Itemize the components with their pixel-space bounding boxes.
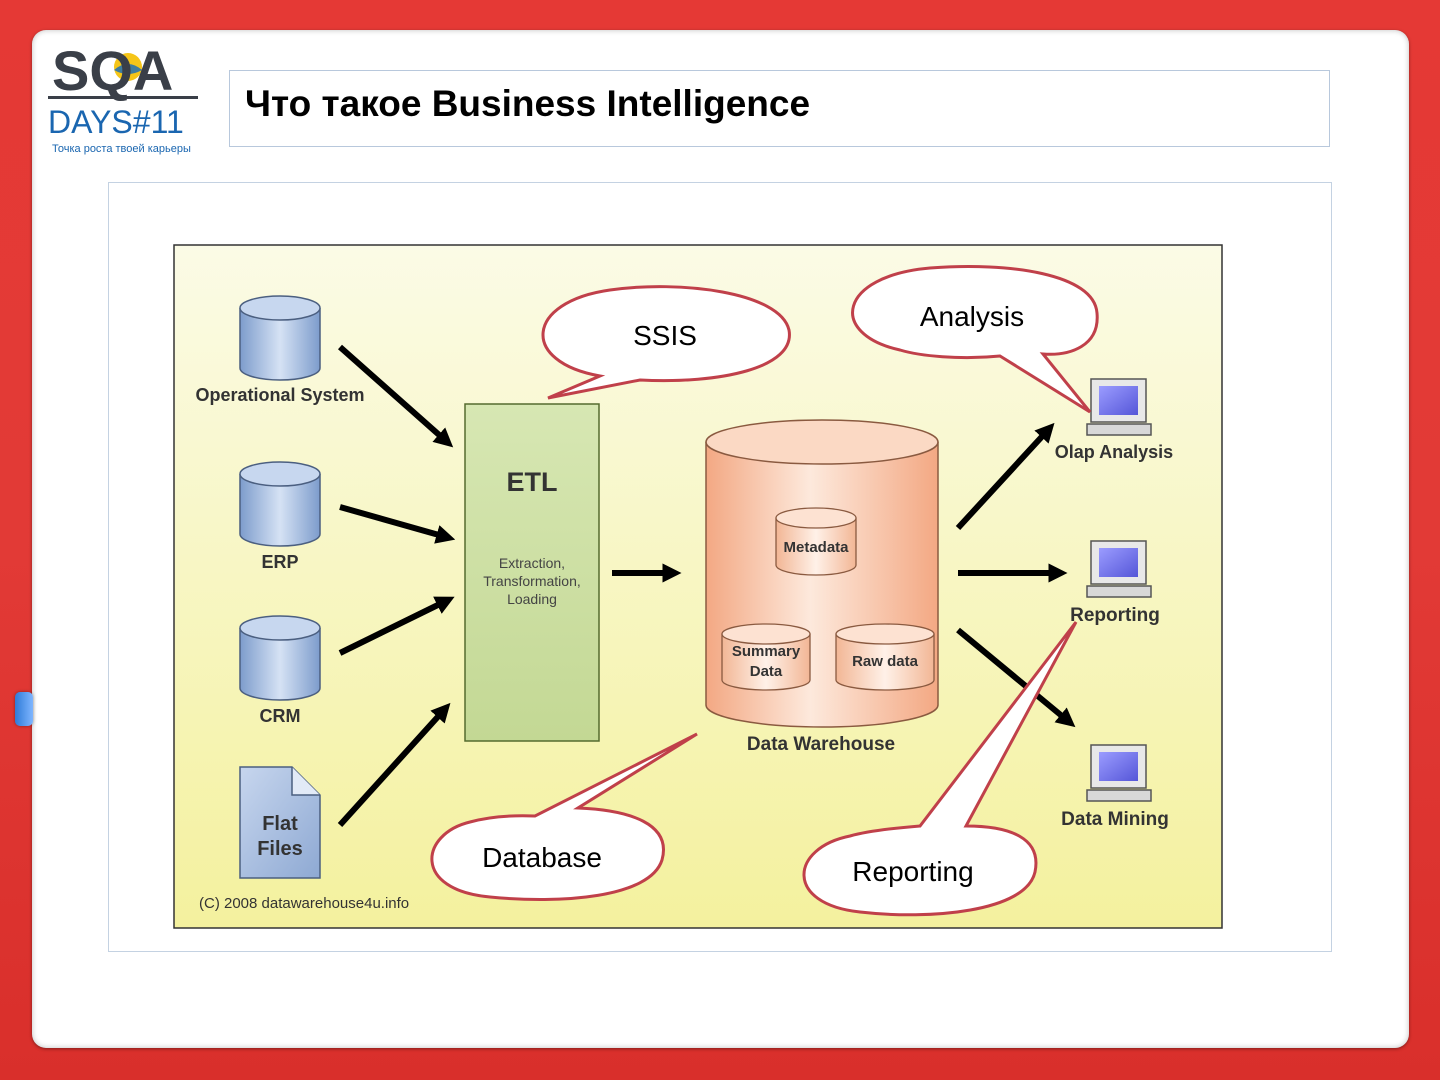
callout-reporting: Reporting xyxy=(802,621,1078,917)
etl-box xyxy=(464,403,600,742)
summary-data-label-line1: Summary xyxy=(732,643,801,660)
logo-tagline: Точка роста твоей карьеры xyxy=(52,143,191,155)
logo-top-text: SQA xyxy=(52,40,173,102)
etl-line2: Transformation, xyxy=(483,573,581,589)
logo-bottom-text: DAYS#11 xyxy=(48,104,184,140)
raw-data-label: Raw data xyxy=(852,653,919,670)
operational-system-cylinder-icon xyxy=(239,295,321,381)
etl-title: ETL xyxy=(507,467,558,497)
data-mining-label: Data Mining xyxy=(1061,809,1169,830)
side-tab-handle[interactable] xyxy=(15,692,33,726)
operational-system-label: Operational System xyxy=(195,385,364,405)
crm-cylinder-icon xyxy=(239,615,321,701)
erp-label: ERP xyxy=(261,552,298,572)
summary-data-label-line2: Data xyxy=(750,663,783,680)
etl-line1: Extraction, xyxy=(499,555,565,571)
callout-database: Database xyxy=(430,732,698,901)
title-box: Что такое Business Intelligence xyxy=(229,70,1330,147)
raw-data-cylinder-icon xyxy=(835,623,935,691)
etl-line3: Loading xyxy=(507,591,557,607)
page-title: Что такое Business Intelligence xyxy=(245,83,811,124)
flat-files-label-line1: Flat xyxy=(262,813,298,835)
reporting-output-label: Reporting xyxy=(1070,605,1160,626)
olap-analysis-label: Olap Analysis xyxy=(1055,442,1173,462)
arrow-warehouse-to-mining xyxy=(956,627,1076,728)
arrow-operational-to-etl xyxy=(338,344,454,448)
callout-analysis-text: Analysis xyxy=(920,301,1024,332)
logo-wave-icon xyxy=(114,64,142,74)
sqa-days-logo: SQA DAYS#11 Точка роста твоей карьеры xyxy=(48,40,198,155)
erp-cylinder-icon xyxy=(239,461,321,547)
reporting-computer-icon xyxy=(1086,540,1152,598)
arrow-files-to-etl xyxy=(337,702,451,828)
callout-ssis: SSIS xyxy=(541,285,791,400)
arrow-crm-to-etl xyxy=(338,596,455,656)
summary-data-cylinder-icon xyxy=(721,623,811,691)
data-warehouse-label: Data Warehouse xyxy=(747,734,895,755)
crm-label: CRM xyxy=(260,706,301,726)
flat-files-document-icon xyxy=(239,766,321,879)
metadata-cylinder-icon xyxy=(775,507,857,576)
flat-files-label-line2: Files xyxy=(257,838,303,860)
copyright-text: (C) 2008 datawarehouse4u.info xyxy=(199,895,409,912)
callout-reporting-text: Reporting xyxy=(852,856,973,887)
arrow-erp-to-etl xyxy=(339,504,456,544)
olap-computer-icon xyxy=(1086,378,1152,436)
metadata-label: Metadata xyxy=(783,539,849,556)
callout-ssis-text: SSIS xyxy=(633,320,697,351)
data-mining-computer-icon xyxy=(1086,744,1152,802)
callout-analysis: Analysis xyxy=(851,265,1099,414)
callout-database-text: Database xyxy=(482,842,602,873)
arrow-warehouse-to-olap xyxy=(955,422,1055,531)
